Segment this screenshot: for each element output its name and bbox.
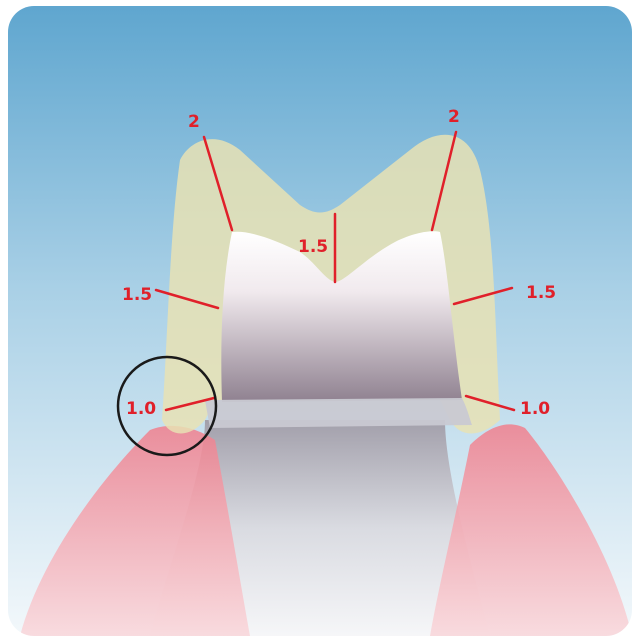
- label-right-mid: 1.5: [526, 283, 556, 303]
- label-middle: 1.5: [298, 237, 328, 257]
- label-left-mid: 1.5: [122, 285, 152, 305]
- label-top-right: 2: [448, 107, 460, 127]
- label-top-left: 2: [188, 112, 200, 132]
- label-right-bottom: 1.0: [520, 399, 550, 419]
- label-left-bottom: 1.0: [126, 399, 156, 419]
